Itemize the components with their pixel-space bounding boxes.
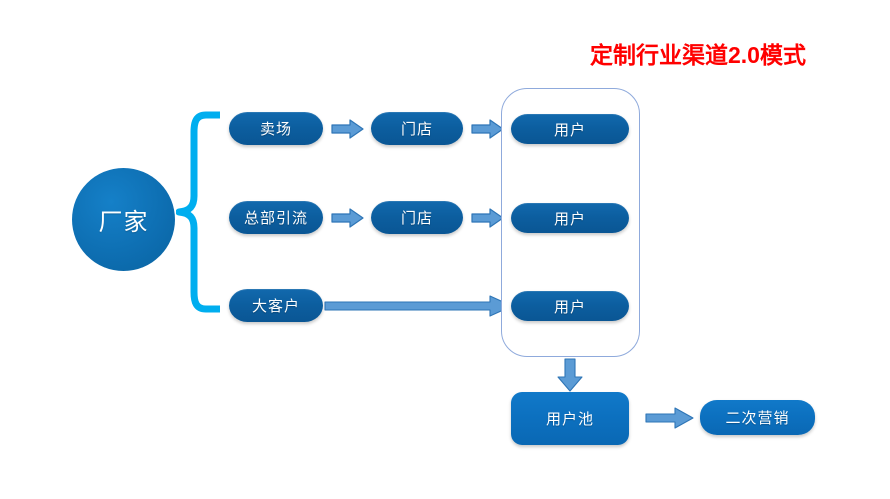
node-channel-marketplace-label: 卖场 xyxy=(259,121,292,138)
node-user-2[interactable]: 用户 xyxy=(511,203,629,233)
arrow-users-to-pool xyxy=(556,358,584,393)
node-store-2-label: 门店 xyxy=(400,210,433,227)
node-user-2-label: 用户 xyxy=(553,210,586,228)
arrow-down-icon xyxy=(557,358,583,392)
node-channel-key-account-label: 大客户 xyxy=(251,298,300,315)
node-user-3-label: 用户 xyxy=(553,298,586,316)
node-channel-hq-traffic-label: 总部引流 xyxy=(243,210,308,227)
curly-brace-connector xyxy=(175,110,224,314)
arrow-right-icon xyxy=(331,119,364,139)
node-remarketing[interactable]: 二次营销 xyxy=(700,400,815,435)
node-manufacturer-label: 厂家 xyxy=(98,209,149,236)
arrow-marketplace-to-store xyxy=(331,117,365,141)
arrow-right-icon xyxy=(471,119,504,139)
node-store-1[interactable]: 门店 xyxy=(371,112,463,145)
node-remarketing-label: 二次营销 xyxy=(725,410,790,427)
arrow-store-1-to-user xyxy=(471,117,505,141)
page-title: 定制行业渠道2.0模式 xyxy=(590,42,806,68)
curly-brace-icon xyxy=(175,111,224,313)
node-manufacturer[interactable]: 厂家 xyxy=(72,168,175,271)
arrow-key-account-to-user xyxy=(324,294,514,318)
arrow-store-2-to-user xyxy=(471,206,505,230)
node-store-1-label: 门店 xyxy=(400,121,433,138)
arrow-pool-to-remarketing xyxy=(645,406,695,430)
node-channel-hq-traffic[interactable]: 总部引流 xyxy=(229,201,323,234)
node-channel-marketplace[interactable]: 卖场 xyxy=(229,112,323,145)
long-arrow-right-icon xyxy=(324,295,513,317)
arrow-right-icon xyxy=(471,208,504,228)
arrow-right-icon xyxy=(331,208,364,228)
arrow-right-icon xyxy=(645,407,694,429)
node-user-1[interactable]: 用户 xyxy=(511,114,629,144)
node-store-2[interactable]: 门店 xyxy=(371,201,463,234)
node-user-pool-label: 用户池 xyxy=(545,411,594,428)
node-channel-key-account[interactable]: 大客户 xyxy=(229,289,323,322)
node-user-pool[interactable]: 用户池 xyxy=(511,392,629,445)
node-user-3[interactable]: 用户 xyxy=(511,291,629,321)
node-user-1-label: 用户 xyxy=(553,121,586,139)
arrow-hq-traffic-to-store xyxy=(331,206,365,230)
